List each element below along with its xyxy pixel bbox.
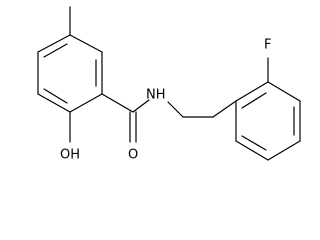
nh-label: NH — [146, 88, 166, 103]
left-ring-inner-bond-3 — [43, 88, 68, 104]
benzyl-bond — [212, 100, 237, 118]
right-ring-bond-1 — [235, 81, 269, 102]
aryl-carbonyl-bond — [101, 93, 134, 113]
left-ring-bond-1 — [37, 34, 71, 53]
fluorine-label: F — [264, 38, 271, 53]
chemical-structure-canvas: OH O NH F — [37, 6, 301, 163]
left-ring-bond-4 — [69, 93, 103, 113]
right-ring-inner-bond-1 — [241, 92, 267, 109]
right-ring-bond-5 — [235, 140, 269, 161]
right-ring-bond-4 — [267, 140, 301, 161]
carbonyl-nitrogen-bond — [132, 99, 150, 113]
oxygen-label: O — [128, 148, 138, 163]
nitrogen-carbon-bond — [167, 101, 184, 118]
right-ring-inner-bond-3 — [241, 135, 267, 151]
right-ring-bond-2 — [267, 81, 301, 102]
oh-label: OH — [60, 148, 80, 163]
molecule-diagram: OH O NH F — [37, 6, 301, 163]
left-ring-bond-2 — [69, 34, 103, 53]
left-ring-inner-bond-1 — [43, 43, 68, 58]
left-ring-bond-5 — [37, 93, 71, 113]
